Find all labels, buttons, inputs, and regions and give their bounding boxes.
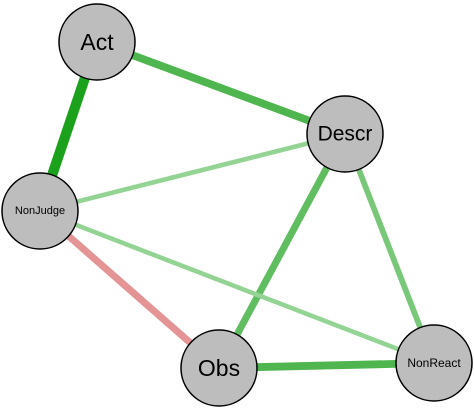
node-label-nonjudge: NonJudge bbox=[15, 205, 65, 217]
edge-layer bbox=[35, 38, 437, 372]
node-label-descr: Descr bbox=[318, 123, 373, 146]
node-circle-obs bbox=[180, 329, 258, 407]
edge-nonjudge-obs bbox=[37, 208, 222, 371]
node-descr: Descr bbox=[306, 95, 384, 173]
edge-descr-nonreact bbox=[342, 132, 437, 365]
node-nonjudge: NonJudge bbox=[1, 172, 79, 250]
node-circle-act bbox=[58, 3, 136, 81]
node-circle-nonjudge bbox=[1, 172, 79, 250]
node-circle-nonreact bbox=[395, 324, 473, 402]
node-nonreact: NonReact bbox=[395, 324, 473, 402]
node-label-nonreact: NonReact bbox=[407, 356, 461, 370]
node-circle-descr bbox=[306, 95, 384, 173]
edge-descr-obs bbox=[215, 132, 349, 370]
node-label-obs: Obs bbox=[198, 355, 240, 381]
node-label-act: Act bbox=[80, 29, 114, 55]
edge-descr-nonjudge bbox=[39, 131, 346, 214]
node-act: Act bbox=[58, 3, 136, 81]
node-obs: Obs bbox=[180, 329, 258, 407]
edge-nonjudge-nonreact bbox=[39, 208, 435, 366]
edge-act-descr bbox=[95, 38, 347, 138]
